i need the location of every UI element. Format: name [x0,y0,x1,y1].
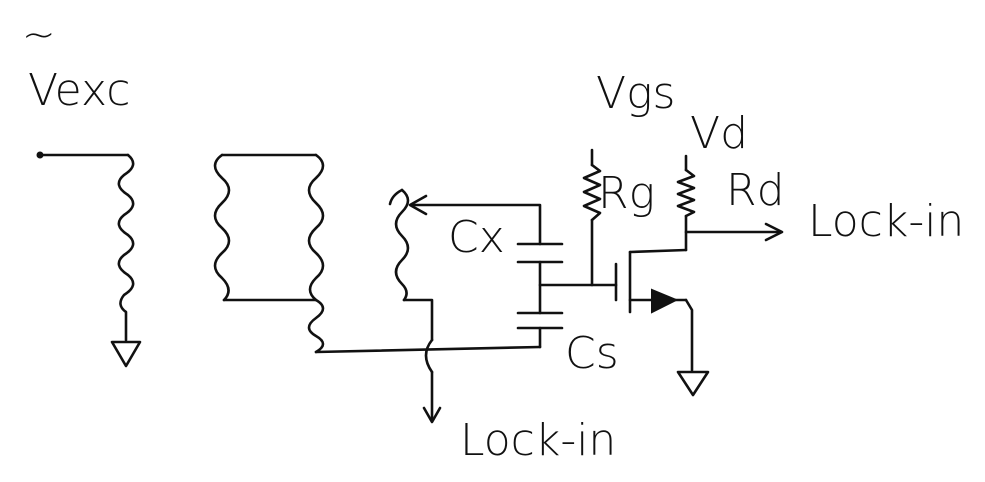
transformer-left-winding [213,153,231,302]
fet-source-arrow-icon [651,288,679,314]
lockin-right-arrow-icon [764,222,784,242]
tap-to-cx-wire [410,203,542,246]
secondary-coil [307,298,325,354]
primary-ground-icon [110,340,142,368]
rd-resistor [676,168,696,218]
vgs-label: Vgs [596,68,675,119]
lockin-output-bottom-label: Lock-in [460,415,616,466]
tap-arrow-icon [408,194,428,216]
cx-label: Cx [448,212,505,263]
lockin-output-right-label: Lock-in [808,196,964,247]
vexc-label: Vexc [28,65,130,116]
transformer-right-winding [307,153,325,302]
rd-label: Rd [726,165,785,216]
rg-resistor [582,163,602,222]
source-ground-icon [676,370,710,397]
lockin-bottom-arrow-icon [422,406,442,424]
tilde-label: ~ [22,12,56,58]
fet-drain-lead [628,248,688,254]
primary-coil [117,153,135,342]
pickup-coil-bottom-wire [402,298,434,342]
rg-label: Rg [598,168,655,219]
cs-label: Cs [565,328,619,379]
tap-arrow-stub [388,188,404,206]
vd-label: Vd [690,108,748,159]
crossover-hop [424,338,434,374]
pickup-coil [394,188,410,302]
source-to-ground-wire [684,298,694,372]
